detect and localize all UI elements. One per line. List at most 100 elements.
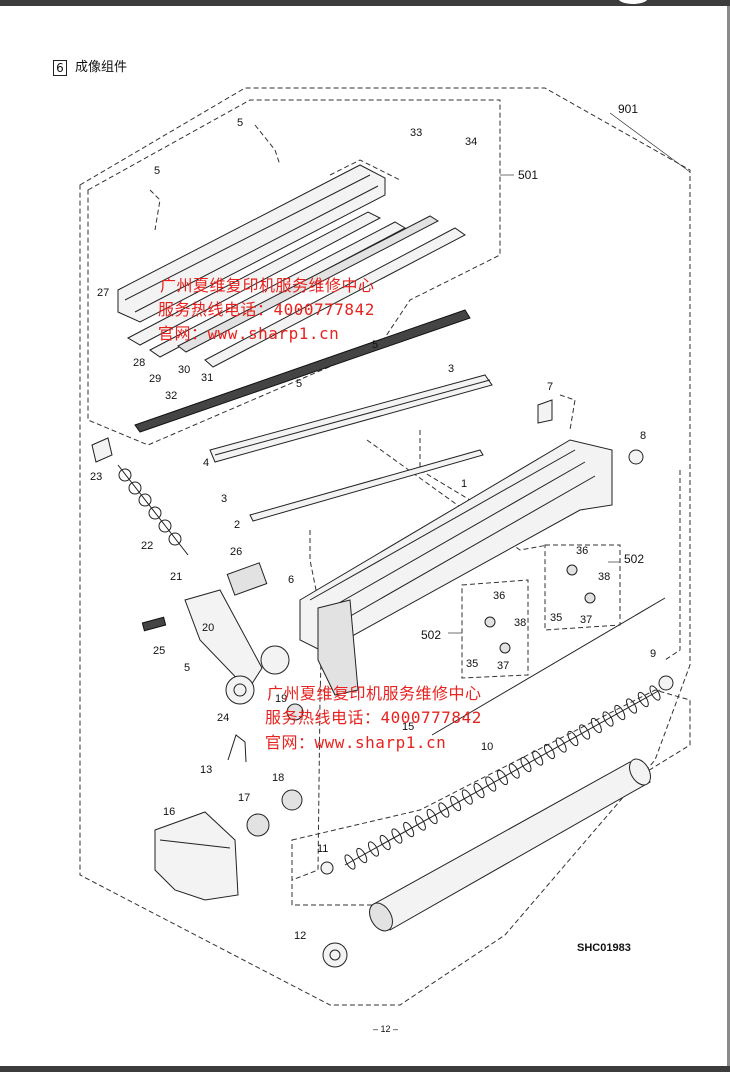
plate-29	[149, 221, 407, 358]
auger-10-coil	[508, 763, 520, 779]
plate-28	[126, 211, 382, 346]
watermark-lower-line1: 广州夏维复印机服务维修中心	[267, 684, 482, 703]
guide-line-3	[559, 394, 576, 431]
auger-10-coil	[438, 802, 450, 818]
callout-18: 18	[272, 772, 285, 784]
callout-9: 9	[650, 648, 657, 660]
callout-13: 13	[200, 764, 213, 776]
callout-5: 5	[154, 165, 161, 177]
lower-boundary	[291, 689, 691, 906]
auger-10-coil	[485, 776, 497, 792]
side-bracket	[317, 599, 359, 696]
auger-10-coil	[532, 750, 544, 766]
callout-4: 4	[203, 457, 210, 469]
section-number: 6	[53, 60, 67, 76]
callout-5: 5	[372, 339, 379, 351]
bottom-border	[0, 1066, 730, 1072]
right-border	[727, 6, 730, 1066]
gear-19	[286, 703, 304, 721]
auger-10-coil	[614, 704, 626, 721]
watermark-upper-line3: 官网：www.sharp1.cn	[158, 324, 340, 343]
callout-24: 24	[217, 712, 230, 724]
callout-501: 501	[518, 168, 539, 182]
part-9	[658, 675, 674, 691]
callout-37: 37	[580, 614, 593, 626]
callout-17: 17	[238, 792, 251, 804]
assembly-502-left-boundary	[461, 579, 529, 679]
auger-10-coil	[637, 691, 649, 708]
callout-28: 28	[133, 357, 146, 369]
guide-line-7	[149, 189, 161, 231]
callout-35: 35	[550, 612, 563, 624]
auger-10-coil	[461, 789, 473, 805]
top-border-notch	[618, 0, 648, 4]
callout-15: 15	[402, 721, 415, 733]
callout-32: 32	[165, 390, 178, 402]
callout-31: 31	[201, 372, 214, 384]
rod-15	[431, 597, 666, 736]
callout-10: 10	[481, 741, 494, 753]
spring-13	[227, 734, 247, 763]
callout-16: 16	[163, 806, 176, 818]
auger-10-coil	[555, 737, 567, 753]
auger-10-coil	[403, 821, 415, 838]
top-border	[0, 0, 730, 6]
callout-37: 37	[497, 660, 510, 672]
callout-20: 20	[202, 622, 215, 634]
callout-21: 21	[170, 571, 183, 583]
callout-12: 12	[294, 930, 307, 942]
part-8	[628, 449, 644, 465]
auger-10-coil	[473, 782, 485, 799]
auger-10-coil	[426, 808, 438, 825]
guide-line-6	[329, 159, 401, 181]
gear-17	[246, 813, 270, 837]
guide-line-8	[254, 124, 281, 166]
auger-22-coils	[118, 468, 182, 546]
callout-8: 8	[640, 430, 647, 442]
developer-roller	[371, 761, 651, 931]
watermark-lower-line2: 服务热线电话：4000777842	[265, 708, 482, 727]
callout-502: 502	[421, 628, 442, 642]
callout-33: 33	[410, 127, 423, 139]
callout-11: 11	[317, 843, 329, 855]
auger-10-coils	[344, 685, 661, 870]
auger-10-coil	[344, 854, 356, 870]
auger-10-coil	[590, 717, 602, 734]
page-number: – 12 –	[373, 1024, 399, 1034]
auger-10-coil	[602, 711, 614, 727]
watermark-upper-line1: 广州夏维复印机服务维修中心	[160, 276, 375, 295]
plate-31	[204, 227, 466, 368]
assembly-901-boundary	[79, 87, 691, 1006]
assembly-501-boundary	[87, 99, 501, 446]
callout-901: 901	[618, 102, 639, 116]
callout-7: 7	[547, 381, 554, 393]
auger-10-coil	[626, 698, 638, 714]
gear-hub	[260, 645, 290, 675]
watermark-upper-line2: 服务热线电话：4000777842	[158, 300, 375, 319]
auger-10-coil	[450, 795, 462, 812]
callout-502: 502	[624, 552, 645, 566]
callout-34: 34	[465, 136, 478, 148]
rod-2	[249, 449, 484, 522]
callout-27: 27	[97, 287, 110, 299]
callout-36: 36	[493, 590, 506, 602]
gear-24	[225, 675, 255, 705]
callout-3: 3	[221, 493, 228, 505]
callout-5: 5	[296, 378, 303, 390]
callout-29: 29	[149, 373, 162, 385]
plate-30	[177, 215, 440, 353]
callout-38: 38	[514, 617, 527, 629]
callout-22: 22	[141, 540, 154, 552]
auger-10-shaft	[344, 689, 661, 866]
auger-10-coil	[379, 834, 391, 851]
gear-12	[322, 942, 348, 968]
callout-19: 19	[275, 693, 288, 705]
spring-25	[141, 616, 167, 632]
guide-line-4	[664, 470, 681, 661]
main-frame-1	[299, 439, 613, 651]
part-7	[537, 399, 553, 424]
auger-10-coil	[579, 724, 591, 740]
callout-36: 36	[576, 545, 589, 557]
watermark-lower-line3: 官网：www.sharp1.cn	[265, 733, 447, 752]
gear-18	[281, 789, 303, 811]
